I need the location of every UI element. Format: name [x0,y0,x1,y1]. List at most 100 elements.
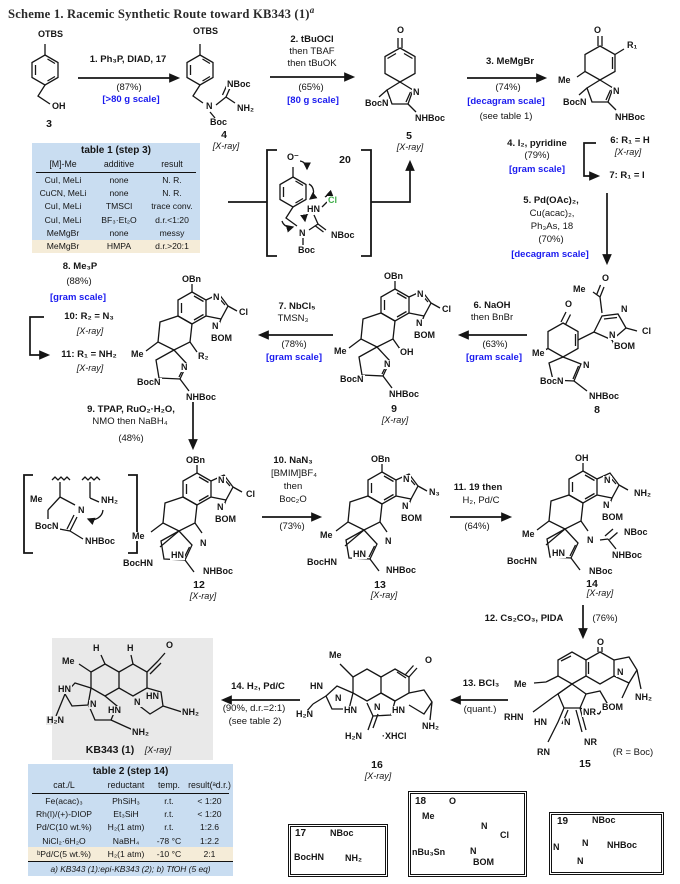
cell: -10 °C [156,848,182,859]
cell: 1:2.2 [199,835,220,846]
c1011-bom-label: BOM [210,333,233,343]
c12-n3-label: N [199,538,208,548]
c4-n-label: N [205,101,214,111]
c12-n2-label: N [216,502,225,512]
cell: ᵇPd/C(5 wt.%) [37,848,91,859]
c5-nhboc-label: NHBoc [414,113,447,123]
c12-number: 12 [192,579,206,591]
kb343-h2-label: H [126,643,135,653]
c13-bochn-label: BocHN [306,557,339,567]
connector-6-to-7 [583,142,601,181]
c20-phenolate-label: O⁻ [286,152,300,162]
mech-bocn-label: BocN [34,521,60,531]
compound-4-skeleton [186,44,236,119]
c16-number: 16 [370,759,384,771]
table-2-header-temp: temp. [157,779,180,790]
step7-yield: (78%) [281,339,307,350]
c14-n1-label: N [603,475,612,485]
cell: d.r.>20:1 [155,240,189,251]
c14-nh2-label: NH₂ [633,488,652,498]
table-2-header-result: result(ᵃd.r.) [188,779,231,790]
cell: < 1:20 [197,795,222,806]
c9-nhboc-label: NHBoc [388,389,421,399]
cell: H₂(1 atm) [107,822,145,833]
table-1-header-result: result [161,158,183,169]
step3-yield: (74%) [495,82,521,93]
cell: r.t. [164,809,174,820]
c8-ketone-o-label: O [564,299,574,309]
kb343-h1-label: H [92,643,101,653]
step2-scale: [80 g scale] [287,95,339,106]
cell: NaBH₄ [112,835,140,846]
cell: d.r.<1:20 [155,214,189,225]
c12-bochn-label: BocHN [122,558,155,568]
step11-reagents-1: 11. 19 then [453,482,503,493]
mech-nhboc-label: NHBoc [84,536,117,546]
arrow-step-11 [450,512,513,522]
step7-reagents-1: 7. NbCl₅ [278,301,316,312]
step3-scale: [decagram scale] [467,96,545,107]
cell: Et₃SiH [113,809,139,820]
kb343-hn2-label: HN [107,705,122,715]
c9-bom-label: BOM [413,330,436,340]
step12-reagents: 12. Cs₂CO₃, PIDA [484,613,564,624]
cell: CuI, MeLi [44,174,82,185]
b19-nhboc-label: NHBoc [606,840,639,850]
b18-bom-label: BOM [472,857,495,867]
c13-n2-label: N [401,501,410,511]
cell: CuCN, MeLi [39,188,87,199]
cell: N. R. [162,188,182,199]
compound-15-skeleton [532,644,642,743]
cell: H₂(1 atm) [107,848,145,859]
table-1-header-rule [36,171,196,173]
cell: r.t. [164,795,174,806]
c8-number: 8 [593,404,601,416]
c3-number: 3 [45,118,53,130]
c15-bom-label: BOM [601,702,624,712]
cell: 2:1 [203,848,216,859]
step9-yield: (48%) [118,433,144,444]
table-2: table 2 (step 14) cat./L reductant temp.… [28,764,233,877]
c67-bocn-label: BocN [562,97,588,107]
c5-n-label: N [412,87,421,97]
c4-boc-label: Boc [209,117,229,127]
c14-xray-label: [X-ray] [585,588,615,598]
b18-n1-label: N [480,821,489,831]
cell: messy [159,227,185,238]
c67-me-label: Me [557,75,572,85]
compound-12-extra-bonds [159,530,180,548]
arrow-step-1 [78,73,181,83]
c13-nhboc-label: NHBoc [385,565,418,575]
c9-oh-label: OH [399,347,415,357]
cell: none [109,227,129,238]
step12-yield: (76%) [592,613,618,624]
table-2-header-cat: cat./L [53,779,75,790]
c15-nr2-label: NR [583,737,598,747]
c14-bom-label: BOM [601,512,624,522]
c8-me-label: Me [531,348,546,358]
c13-bom-label: BOM [400,513,423,523]
c20-n-label: N [298,228,307,238]
arrow-step-10 [262,512,323,522]
c1011-cl-label: Cl [238,307,249,317]
table-2-footnote: a) KB343 (1):epi-KB343 (2); b) TfOH (5 e… [28,860,233,876]
c9-xray-label: [X-ray] [380,415,410,425]
c1011-n2-label: N [211,321,220,331]
c13-number: 13 [373,579,387,591]
kb343-me-label: Me [61,656,76,666]
step14-note: (see table 2) [228,716,282,727]
c11-xray-label: [X-ray] [75,363,105,373]
kb343-hn1-label: HN [57,684,72,694]
c8-cl-label: Cl [641,326,652,336]
step6-reagents-1: 6. NaOH [473,300,511,311]
step11-reagents-2: H₂, Pd/C [462,495,500,506]
c16-h2n2-label: H₂N [344,731,363,741]
c20-nboc-label: NBoc [330,230,356,240]
c16-nh2-label: NH₂ [421,721,440,731]
c14-hn-label: HN [551,548,566,558]
cell: CuI, MeLi [44,201,82,212]
c15-me-label: Me [513,679,528,689]
step14-reagents: 14. H₂, Pd/C [231,681,285,692]
